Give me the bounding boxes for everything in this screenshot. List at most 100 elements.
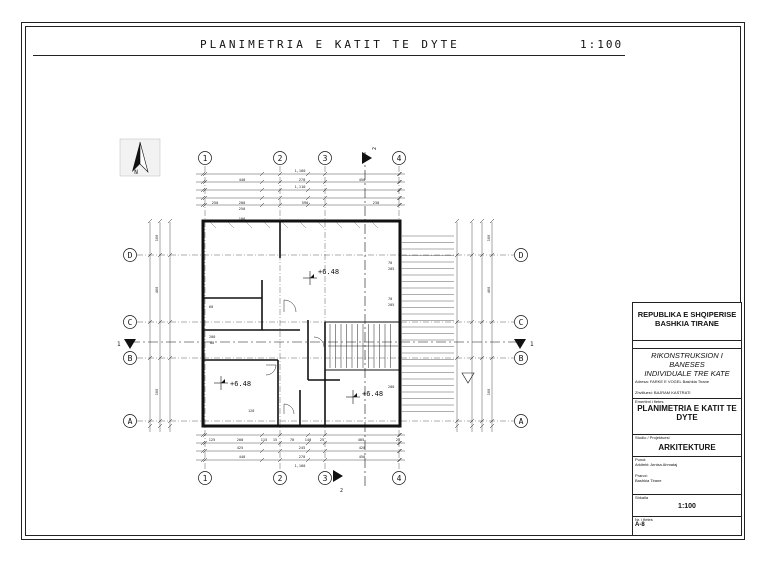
title-block-spacer (633, 341, 741, 349)
opening-label-7: 200 (388, 385, 394, 389)
dim-bottom-6: 140 (305, 438, 312, 442)
section-line-1: 1 1 (117, 339, 534, 349)
grid-bubble-top-1-circle (198, 151, 212, 165)
grid-bubble-top-3: 3 (323, 154, 328, 163)
dim-top-row4-2: 250 (239, 207, 246, 211)
dim-top-row3-2: 200 (239, 201, 246, 205)
grid-bubble-top-1: 1 (203, 154, 208, 163)
north-arrow-icon: N (119, 138, 161, 177)
dim-top-bay-2: 270 (299, 178, 306, 182)
project-line-2: INDIVIDUALE TRE KATE (644, 369, 730, 378)
title-block-authority: REPUBLIKA E SHQIPERISE BASHKIA TIRANE (633, 303, 741, 341)
staircase (328, 324, 398, 368)
sheet-name-line-2: DYTE (676, 413, 698, 422)
dim-bottom-8: 405 (358, 438, 365, 442)
title-block-sheet-number: Nr. i fletes A-8 (633, 517, 741, 535)
level-2-text: +6.48 (230, 380, 251, 388)
section-label-right: 1 (530, 341, 534, 348)
grid-bubble-right-1-circle (514, 315, 528, 329)
drawing-border-inner (25, 26, 741, 536)
grid-bubble-top-3-circle (318, 151, 332, 165)
grid-bubble-bottom-2-circle (273, 471, 287, 485)
sheet-name-line-1: PLANIMETRIA E KATIT TE (637, 404, 737, 413)
opening-label-1: 70 (388, 261, 392, 265)
dim-left-3: 100 (155, 389, 159, 396)
grid-bubble-top-2-circle (273, 151, 287, 165)
dim-top-row4-1: 100 (239, 217, 246, 221)
scale-label: Shkalla (635, 495, 649, 500)
designed-label: Punoi: (635, 457, 647, 462)
grid-bubble-right-1: C (519, 318, 524, 327)
scale-value: 1:100 (678, 503, 696, 510)
grid-bubble-right-2: B (519, 354, 524, 363)
grid-bubble-left-0-circle (123, 248, 137, 262)
grid-bubble-bottom-4: 4 (397, 474, 402, 483)
grid-bubble-right-0: D (519, 251, 524, 260)
drawing-border-outer (21, 22, 745, 540)
dim-top-row3-4: 230 (373, 201, 380, 205)
grid-bubble-right-3: A (519, 417, 524, 426)
dim-bottom-5: 70 (290, 438, 294, 442)
dim-bottom-row2-3: 420 (359, 446, 366, 450)
section-line-2: 2 2 (333, 147, 378, 494)
section-label-left: 1 (117, 341, 121, 348)
project-address: Adresa: FARKE E VOGEL Bashkia Tirane (635, 379, 710, 384)
dim-right-3: 100 (487, 389, 491, 396)
dim-top-row3-3: 590 (302, 201, 309, 205)
approved-by: Bashkia Tirane (635, 478, 662, 483)
grid-bubble-left-1-circle (123, 315, 137, 329)
walls (201, 219, 402, 428)
doors (265, 299, 325, 415)
grid-bubble-bottom-2: 2 (278, 474, 283, 483)
dim-left-1: 100 (155, 235, 159, 242)
level-marker-1: +6.48 (303, 268, 339, 285)
dimension-lines (149, 173, 493, 461)
grid-bubble-top-2: 2 (278, 154, 283, 163)
grid-bubble-left-2: B (128, 354, 133, 363)
dim-bottom-2: 200 (237, 438, 244, 442)
title-block-project: RIKONSTRUKSION I BANESES INDIVIDUALE TRE… (633, 349, 741, 399)
dim-top-row3-1: 250 (212, 201, 219, 205)
dim-bottom-1: 125 (209, 438, 216, 442)
opening-label-6: 200 (209, 335, 215, 339)
opening-label-9: 120 (248, 409, 254, 413)
sheet-number-label: Nr. i fletes (635, 517, 653, 522)
dim-bottom-row2-2: 245 (299, 446, 306, 450)
grid-bubble-right-2-circle (514, 351, 528, 365)
discipline-text: ARKITEKTURE (658, 443, 716, 452)
title-block-scale: Shkalla 1:100 (633, 495, 741, 517)
approved-label: Pranoi: (635, 473, 648, 478)
opening-label-3: 70 (388, 297, 392, 301)
dimension-ticks (147, 171, 495, 463)
dim-bottom-bay-2: 270 (299, 455, 306, 459)
studio-label: Studio / Projektuesi (635, 435, 670, 440)
dim-right-2: 400 (487, 287, 491, 294)
entrance-marker-icon (461, 372, 475, 384)
dim-bottom-4: 15 (273, 438, 277, 442)
grid-bubble-left-1: C (128, 318, 133, 327)
dim-top-bay-3: 450 (359, 178, 366, 182)
dim-bottom-bay-1: 440 (239, 455, 246, 459)
opening-label-2: 205 (388, 267, 394, 271)
project-line-1: RIKONSTRUKSION I BANESES (651, 351, 723, 369)
dim-top-total: 1,160 (295, 169, 306, 173)
level-marker-2: +6.48 (214, 376, 251, 390)
dim-bottom-7: 25 (320, 438, 324, 442)
title-block-people: Punoi: Arkitekt: Arnisa Ahmataj Pranoi: … (633, 457, 741, 495)
opening-label-5: 60 (209, 305, 213, 309)
authority-line-1: REPUBLIKA E SHQIPERISE (637, 310, 737, 319)
dim-bottom-total: 1,160 (295, 464, 306, 468)
grid-bubble-bottom-1: 1 (203, 474, 208, 483)
grid-bubble-bottom-3-circle (318, 471, 332, 485)
grid-bubble-left-0: D (128, 251, 133, 260)
dim-top-bay-1: 440 (239, 178, 246, 182)
grid-bubble-top-4-circle (392, 151, 406, 165)
grid-bubble-left-2-circle (123, 351, 137, 365)
level-markers: +6.48 +6.48 +6.48 (214, 268, 383, 404)
grid-bubble-right-0-circle (514, 248, 528, 262)
level-marker-3: +6.48 (346, 390, 383, 404)
authority-line-2: BASHKIA TIRANE (655, 319, 719, 328)
grid-bubble-bottom-4-circle (392, 471, 406, 485)
